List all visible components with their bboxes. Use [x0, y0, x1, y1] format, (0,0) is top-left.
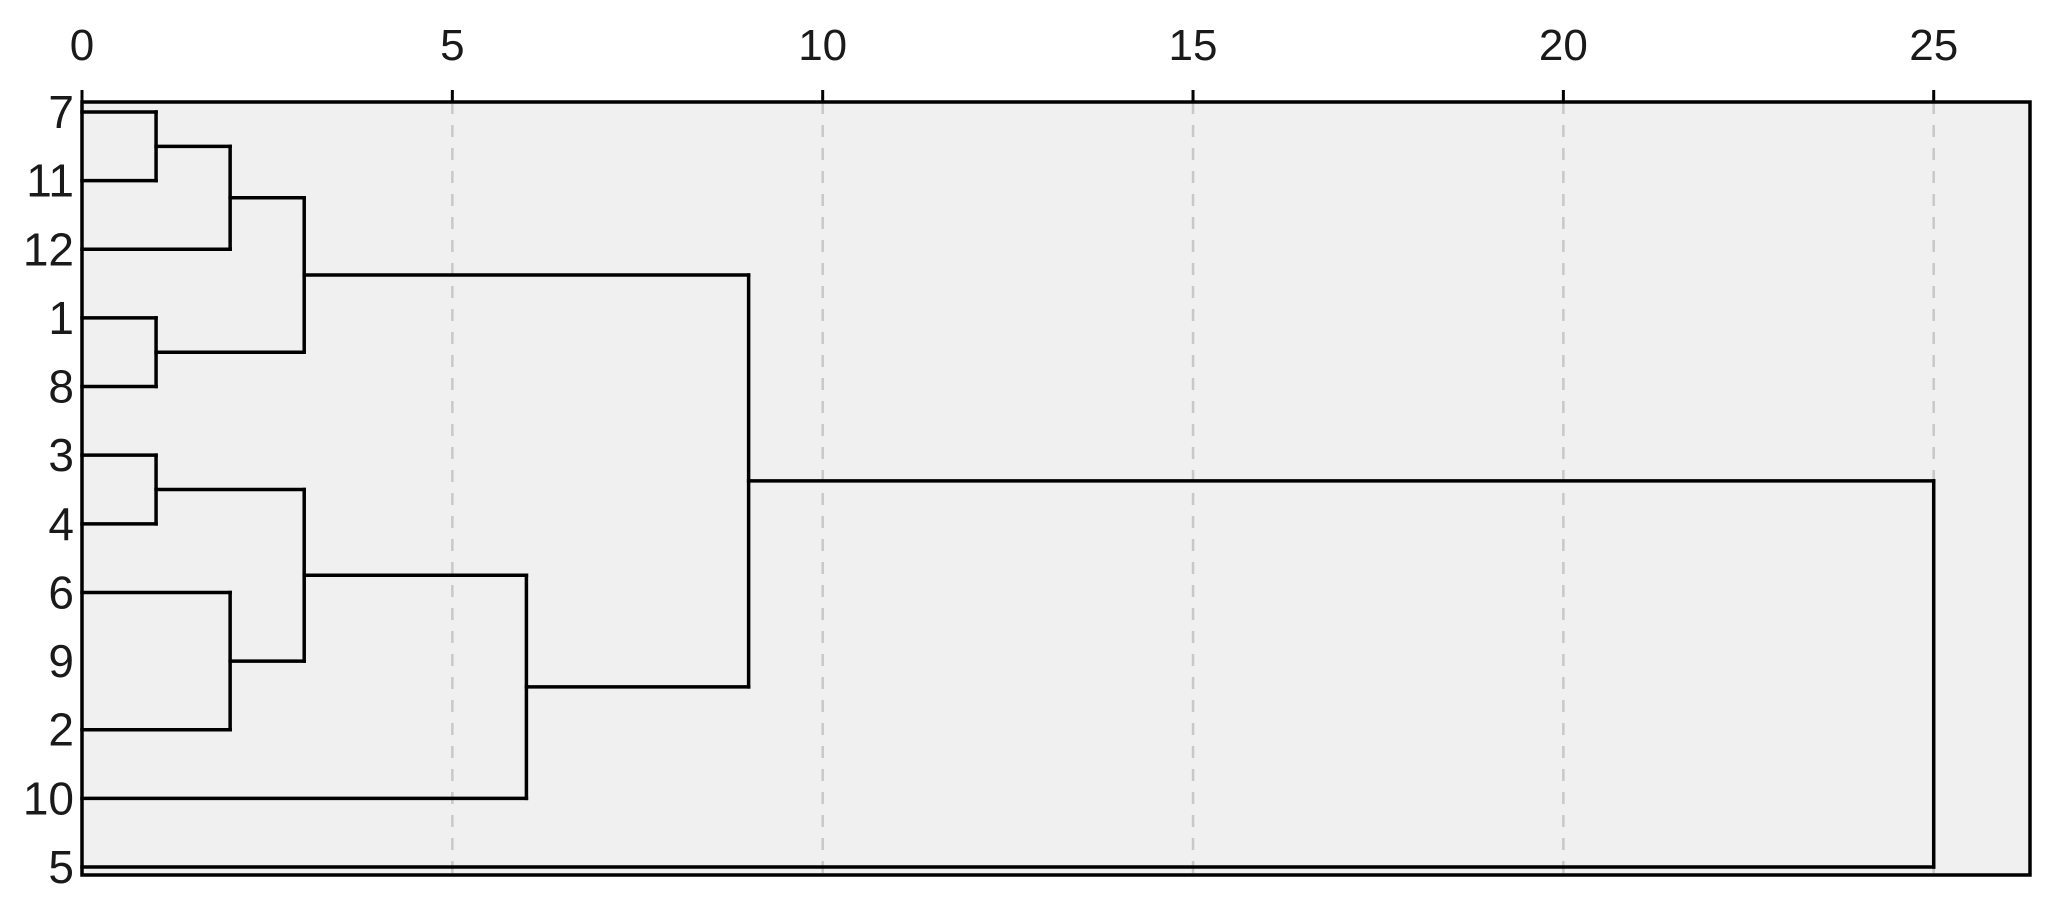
plot-frame	[80, 100, 2032, 877]
leaf-labels: 7 11 12 1 8 3 4 6 9 2 10 5	[23, 86, 74, 893]
x-tick-label: 5	[440, 21, 464, 70]
leaf-label: 7	[48, 86, 74, 138]
x-tick-label: 15	[1169, 21, 1218, 70]
plot-area	[82, 102, 2030, 875]
x-tick-label: 0	[70, 21, 94, 70]
leaf-label: 5	[48, 841, 74, 893]
leaf-label: 12	[23, 223, 74, 275]
leaf-label: 1	[48, 292, 74, 344]
x-axis-ticks: 0 5 10 15 20 25	[70, 21, 1958, 102]
leaf-label: 10	[23, 772, 74, 824]
leaf-label: 2	[48, 704, 74, 756]
leaf-label: 8	[48, 361, 74, 413]
leaf-label: 6	[48, 566, 74, 618]
leaf-label: 11	[26, 155, 74, 207]
leaf-label: 4	[48, 498, 74, 550]
leaf-label: 3	[48, 429, 74, 481]
x-tick-label: 10	[798, 21, 847, 70]
leaf-label: 9	[48, 635, 74, 687]
x-tick-label: 20	[1539, 21, 1588, 70]
dendrogram-links	[80, 110, 1936, 869]
x-tick-label: 25	[1909, 21, 1958, 70]
